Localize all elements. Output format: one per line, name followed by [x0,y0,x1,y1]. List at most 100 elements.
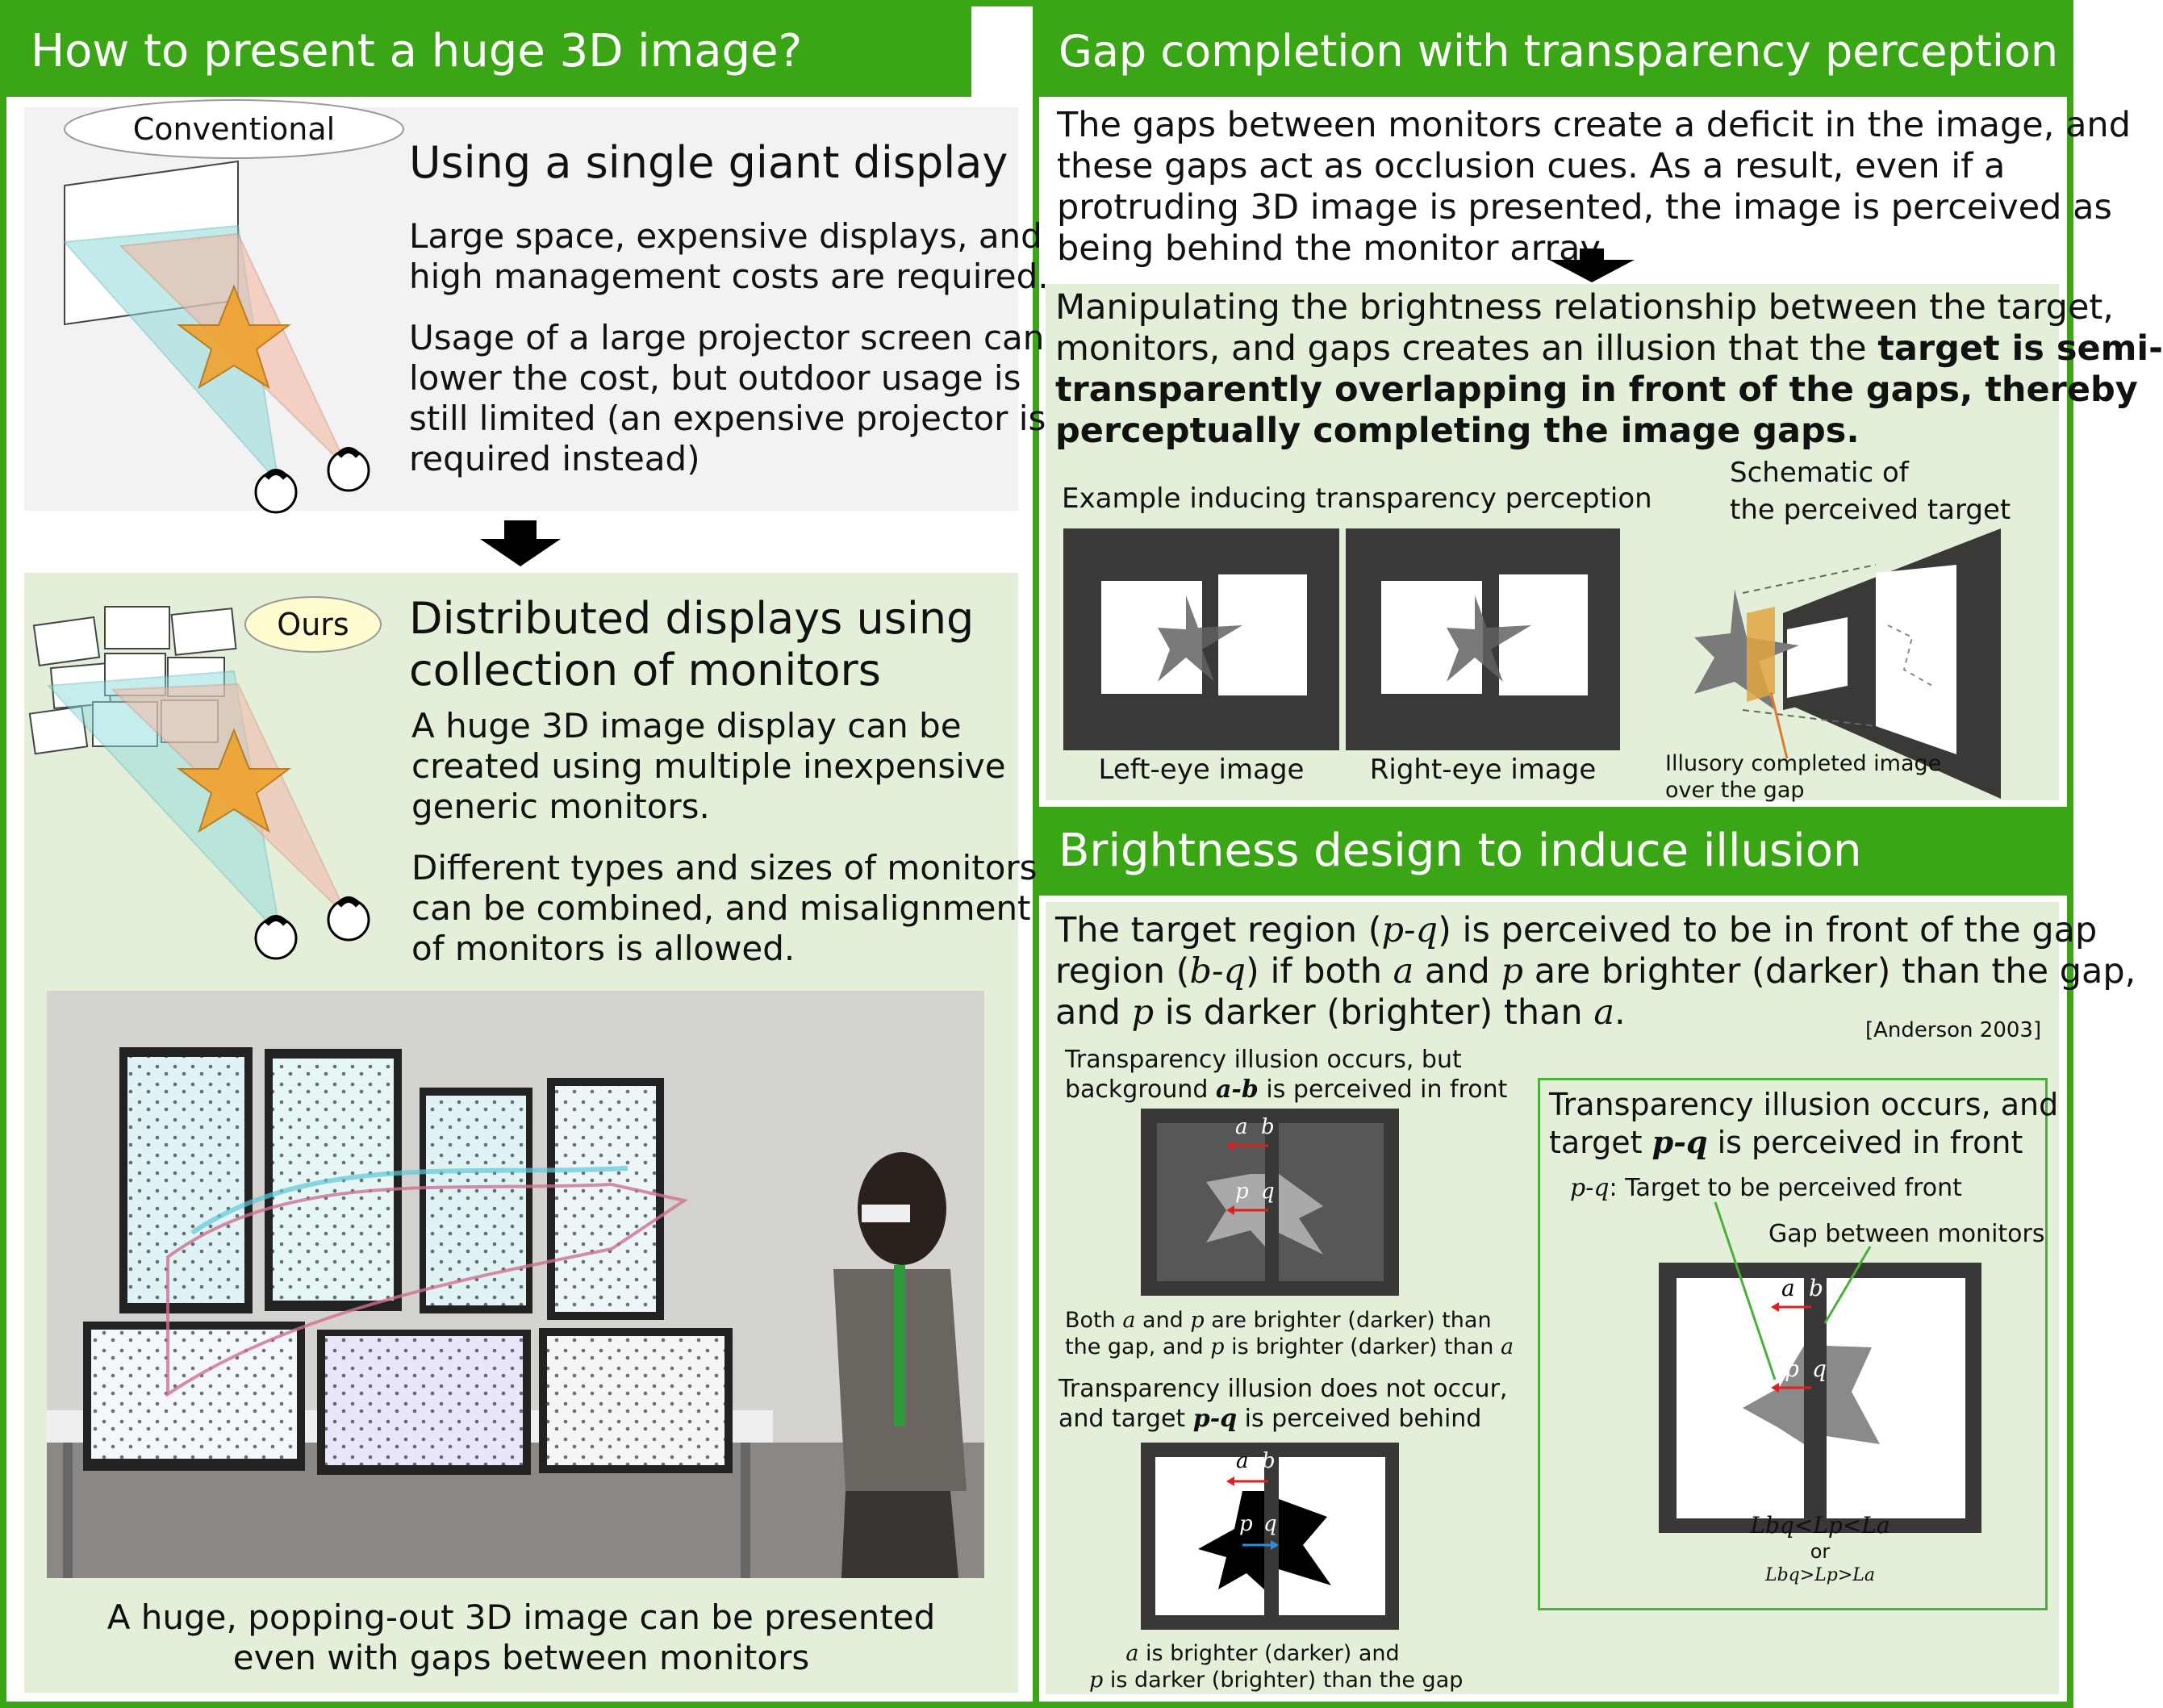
case3-text: target [1549,1125,1652,1160]
conventional-p1-l1: Large space, expensive displays, and [409,216,1042,256]
case1-letter-p: p [1235,1180,1249,1204]
bright-text: region ( [1055,951,1190,992]
case1-letter-b: b [1261,1115,1275,1139]
conventional-p2-l4: required instead) [409,439,700,478]
bright-p-l2: region (b-q) if both a and p are brighte… [1055,951,2136,992]
case1-text: is brighter (darker) than [1224,1334,1501,1359]
case2-letter-p: p [1239,1512,1253,1536]
bright-text: are brighter (darker) than the gap, [1523,951,2136,992]
bright-text: ) is perceived to be in front of the gap [1438,910,2098,950]
case1-var: p [1190,1308,1205,1333]
conventional-p2-l1: Usage of a large projector screen can [409,318,1045,357]
case2-letter-a: a [1236,1449,1249,1473]
right-frame [1033,0,2073,1708]
conventional-tag: Conventional [132,111,336,147]
conventional-heading: Using a single giant display [409,137,1008,188]
case2-text: is darker (brighter) than the gap [1103,1668,1464,1693]
down-arrow-icon [480,520,561,566]
gap-p1-l1: The gaps between monitors create a defic… [1057,105,2131,145]
gap-down-arrow-icon [1549,248,1635,282]
case1-var: a [1500,1334,1514,1359]
gap-p1-l2: these gaps act as occlusion cues. As a r… [1057,146,2006,186]
anderson-ref: [Anderson 2003] [1865,1018,2042,1042]
case3-title-l1: Transparency illusion occurs, and [1549,1087,2059,1122]
case1-var: a-b [1215,1075,1259,1104]
case1-text: Both [1065,1308,1123,1333]
monitor-array [83,1047,733,1475]
gap-title: Gap completion with transparency percept… [1059,26,2059,77]
case1-text: background [1065,1075,1216,1104]
ours-p2-l2: can be combined, and misalignment [411,888,1031,928]
left-eye-label: Left-eye image [1098,754,1305,786]
conventional-p2-l3: still limited (an expensive projector is [409,399,1046,438]
case2-caption-l2: p is darker (brighter) than the gap [1089,1667,1463,1693]
bright-text: ) if both [1246,951,1393,992]
ours-heading-l2: collection of monitors [409,645,881,695]
bright-text: The target region ( [1055,910,1382,950]
ours-p2-l3: of monitors is allowed. [411,929,795,968]
gap-p2-l2-plain: monitors, and gaps creates an illusion t… [1055,328,1878,369]
bright-text: and [1055,992,1132,1033]
gap-p1-l4: being behind the monitor array. [1057,228,1607,269]
schematic-label-l1: Schematic of [1730,457,1909,489]
case2-letter-b: b [1262,1449,1276,1473]
case3-letter-a: a [1781,1275,1795,1301]
case1-caption-l2: the gap, and p is brighter (darker) than… [1065,1334,1514,1360]
gap-p2-l3: transparently overlapping in front of th… [1055,370,2138,410]
ours-caption-l1: A huge, popping-out 3D image can be pres… [106,1597,936,1637]
gap-p2-l1: Manipulating the brightness relationship… [1055,287,2114,328]
illusory-label-l1: Illusory completed image [1665,751,1942,776]
gap-p2-l2: monitors, and gaps creates an illusion t… [1055,328,2163,370]
gap-p2-l2-bold: target is semi- [1877,328,2163,369]
case3-letter-q: q [1812,1355,1827,1382]
case2-title-l2: and target p-q is perceived behind [1059,1405,1481,1434]
gap-between-monitors-label: Gap between monitors [1768,1220,2045,1248]
gap-header: Gap completion with transparency percept… [1039,6,2067,97]
ours-p2-l1: Different types and sizes of monitors [411,848,1038,887]
left-header: How to present a huge 3D image? [6,6,971,97]
person [833,1152,967,1578]
bright-text: and [1413,951,1501,992]
case1-title-l1: Transparency illusion occurs, but [1065,1046,1462,1074]
right-eye-label: Right-eye image [1369,754,1597,786]
schematic-label-l2: the perceived target [1730,494,2011,526]
case3-text: is perceived in front [1707,1125,2023,1160]
case1-var: p [1210,1334,1225,1359]
bright-p-l1: The target region (p-q) is perceived to … [1055,910,2097,951]
case2-text: is perceived behind [1237,1405,1482,1433]
example-label: Example inducing transparency perception [1062,482,1652,515]
case3-letter-p: p [1785,1355,1799,1382]
case3-eq1: Lbq<Lp<La [1750,1512,1890,1539]
case3-letter-b: b [1809,1275,1823,1301]
photo-monitor-wall [47,991,984,1578]
bright-var: p [1501,951,1524,992]
case1-text: the gap, and [1065,1334,1211,1359]
case1-letter-q: q [1261,1180,1275,1204]
case1-letter-a: a [1235,1115,1248,1139]
case2-title-l1: Transparency illusion does not occur, [1059,1375,1508,1403]
conventional-diagram [62,99,404,514]
case3-var: p-q [1570,1174,1610,1202]
gap-p2-l4: perceptually completing the image gaps. [1055,411,1860,451]
case3-pq-label: p-q: Target to be perceived front [1570,1174,1962,1203]
case3-eq2: Lbq>Lp>La [1764,1565,1876,1585]
bright-p-l3: and p is darker (brighter) than a. [1055,992,1626,1034]
case1-text: is perceived in front [1258,1075,1508,1104]
case2-text: and target [1059,1405,1193,1433]
bright-var: p [1131,992,1155,1033]
bright-text: is darker (brighter) than [1154,992,1594,1033]
ours-p1-l2: created using multiple inexpensive [411,746,1006,786]
ours-tag: Ours [277,607,349,642]
case1-text: are brighter (darker) than [1204,1308,1492,1333]
ours-diagram [28,596,382,960]
ours-caption-l2: even with gaps between monitors [232,1638,810,1677]
ours-heading-l1: Distributed displays using [409,593,975,644]
case1-var: a [1122,1308,1136,1333]
illusory-label-l2: over the gap [1665,778,1805,803]
case3-eq-or: or [1810,1540,1831,1563]
left-title: How to present a huge 3D image? [31,25,803,77]
case1-text: and [1135,1308,1191,1333]
brightness-diagrams [1141,1109,1981,1630]
bright-title: Brightness design to induce illusion [1059,825,1862,877]
gap-p1-l3: protruding 3D image is presented, the im… [1057,187,2112,228]
